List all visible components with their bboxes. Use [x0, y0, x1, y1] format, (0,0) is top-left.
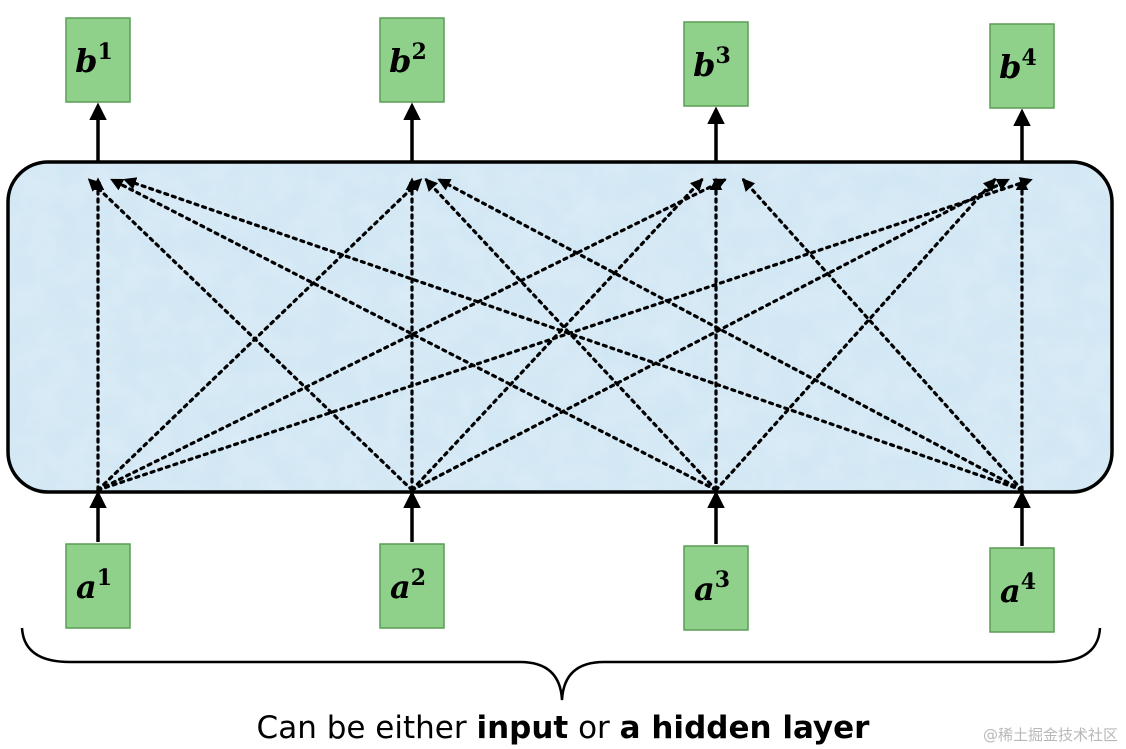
input-node-a2-label: a2	[390, 565, 426, 606]
attention-edge	[110, 178, 718, 492]
caption-bold-input: input	[476, 710, 568, 746]
output-node-b2-superscript: 2	[412, 39, 427, 65]
input-node-a3-label: a3	[694, 567, 730, 608]
output-node-b4-base: b	[999, 48, 1021, 86]
output-node-b2: b2	[379, 17, 445, 103]
attention-edge	[96, 178, 423, 492]
io-arrows	[89, 102, 1031, 546]
input-node-a4: a4	[989, 547, 1055, 633]
attention-edge	[424, 178, 718, 492]
curly-brace	[20, 627, 1102, 701]
attention-edge	[96, 177, 1033, 492]
output-node-b3-label: b3	[693, 43, 731, 84]
caption: Can be either input or a hidden layer	[257, 710, 871, 746]
output-node-b4-superscript: 4	[1022, 45, 1037, 71]
output-node-b4-box	[989, 23, 1055, 109]
input-node-a3-superscript: 3	[715, 567, 730, 593]
watermark: @稀土掘金技术社区	[983, 726, 1118, 744]
output-node-b3: b3	[683, 21, 749, 107]
input-node-a4-superscript: 4	[1021, 569, 1036, 595]
input-node-a3-box	[683, 545, 749, 631]
attention-edge	[714, 178, 997, 492]
output-node-b2-base: b	[389, 42, 411, 80]
attention-connections	[87, 177, 1033, 492]
input-node-a1-box	[65, 543, 131, 629]
input-node-a1-label: a1	[76, 565, 112, 606]
output-node-b1-base: b	[75, 42, 97, 80]
output-node-b2-label: b2	[389, 39, 427, 80]
caption-prefix: Can be either	[257, 710, 477, 746]
input-node-a2-box	[379, 543, 445, 629]
input-node-a2-base: a	[390, 568, 411, 606]
input-node-a4-base: a	[1000, 572, 1021, 610]
output-node-b1-superscript: 1	[98, 39, 113, 65]
attention-edge	[741, 178, 1024, 492]
input-node-a1-superscript: 1	[97, 565, 112, 591]
output-node-b2-box	[379, 17, 445, 103]
attention-edge	[123, 177, 1024, 492]
output-node-b3-superscript: 3	[716, 43, 731, 69]
input-node-a2-superscript: 2	[411, 565, 426, 591]
input-node-a3-base: a	[694, 570, 715, 608]
attention-edge	[410, 178, 704, 492]
output-node-b1-label: b1	[75, 39, 113, 80]
input-node-a4-box	[989, 547, 1055, 633]
output-node-b1: b1	[65, 17, 131, 103]
input-node-a2: a2	[379, 543, 445, 629]
caption-middle: or	[568, 710, 619, 746]
input-node-a1: a1	[65, 543, 131, 629]
output-node-b4-label: b4	[999, 45, 1037, 86]
output-node-b1-box	[65, 17, 131, 103]
output-node-b3-box	[683, 21, 749, 107]
attention-edge	[96, 178, 727, 492]
output-node-b4: b4	[989, 23, 1055, 109]
output-node-b3-base: b	[693, 46, 715, 84]
input-node-a1-base: a	[76, 568, 97, 606]
input-node-a3: a3	[683, 545, 749, 631]
attention-edge	[437, 178, 1024, 492]
attention-edge	[410, 178, 1010, 492]
attention-edge	[87, 178, 414, 492]
caption-bold-hidden: a hidden layer	[620, 710, 870, 746]
input-node-a4-label: a4	[1000, 569, 1036, 610]
